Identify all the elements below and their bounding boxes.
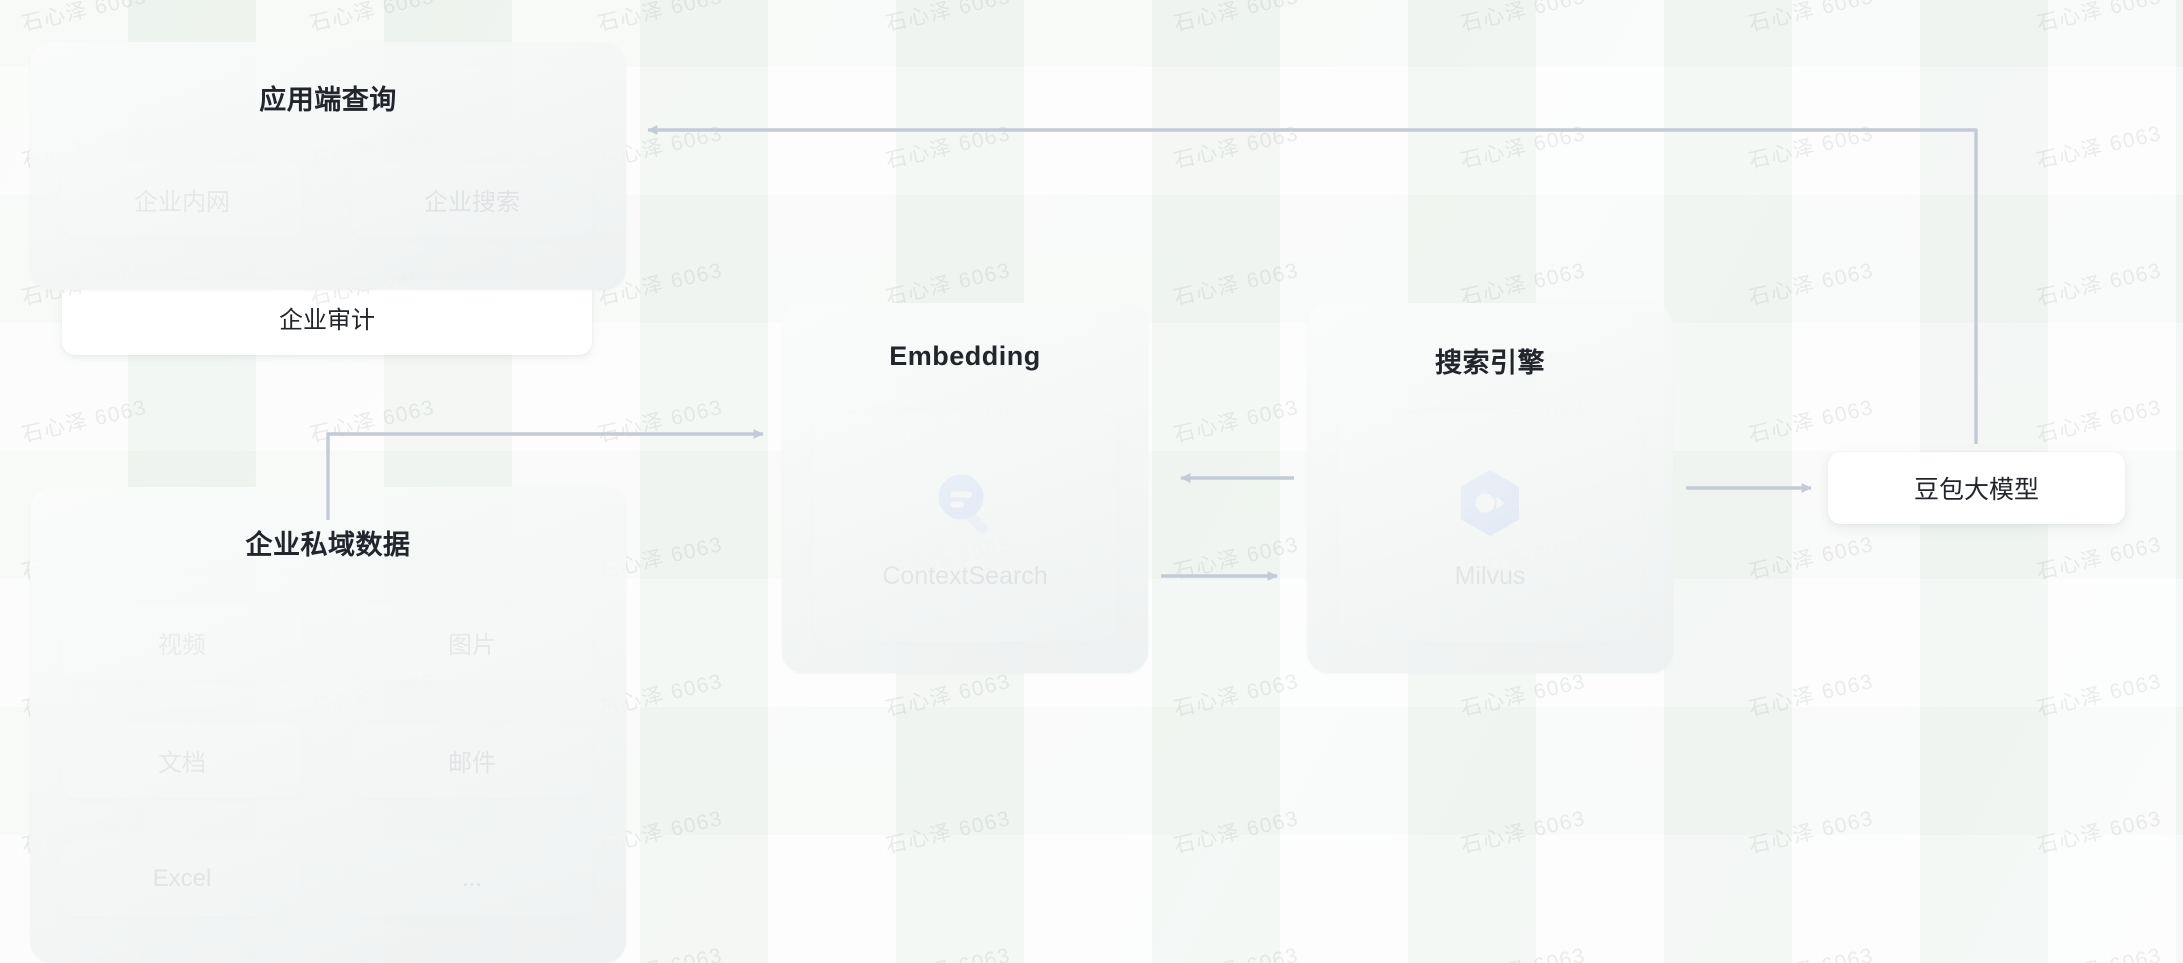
group-title-search-engine: 搜索引擎	[1435, 348, 1545, 378]
group-panel-app-query: 应用端查询	[30, 42, 626, 290]
watermark-text: 石心泽 6063	[883, 806, 1013, 858]
watermark-text: 石心泽 6063	[2034, 806, 2165, 858]
group-title-app-query: 应用端查询	[259, 85, 397, 115]
watermark-text: 石心泽 6063	[1458, 806, 1589, 858]
watermark-text: 石心泽 6063	[1746, 121, 1877, 173]
watermark-text: 石心泽 6063	[1746, 258, 1877, 310]
watermark-text: 石心泽 6063	[883, 0, 1013, 36]
tile-enterprise-audit[interactable]: 企业审计	[62, 280, 592, 355]
watermark-text: 石心泽 6063	[2034, 258, 2165, 310]
watermark-text: 石心泽 6063	[1368, 868, 1679, 963]
watermark-text: 石心泽 6063	[1746, 0, 1877, 36]
watermark-text: 石心泽 6063	[1746, 806, 1877, 858]
watermark-text: 石心泽 6063	[792, 868, 1103, 963]
tile-label: 企业审计	[279, 307, 375, 334]
watermark-text: 石心泽 6063	[2034, 121, 2165, 173]
watermark-text: 石心泽 6063	[1458, 121, 1589, 173]
watermark-text: 石心泽 6063	[1171, 0, 1301, 36]
watermark-text: 石心泽 6063	[1458, 0, 1589, 36]
watermark-text: 石心泽 6063	[1080, 868, 1391, 963]
group-title-embedding: Embedding	[889, 341, 1041, 371]
group-title-private-data: 企业私域数据	[245, 530, 411, 560]
group-panel-embedding: Embedding	[782, 303, 1148, 673]
node-doubao-large-model[interactable]: 豆包大模型	[1828, 452, 2125, 524]
watermark-text: 石心泽 6063	[1943, 868, 2183, 963]
watermark-text: 石心泽 6063	[2034, 0, 2165, 36]
watermark-text: 石心泽 6063	[883, 121, 1013, 173]
watermark-text: 石心泽 6063	[1171, 121, 1301, 173]
watermark-text: 石心泽 6063	[2034, 669, 2165, 721]
group-panel-private-data: 企业私域数据	[30, 487, 626, 963]
watermark-text: 石心泽 6063	[1171, 806, 1301, 858]
watermark-text: 石心泽 6063	[1746, 669, 1877, 721]
node-label: 豆包大模型	[1913, 476, 2039, 504]
group-panel-search-engine: 搜索引擎	[1307, 303, 1673, 673]
watermark-text: 石心泽 6063	[1656, 868, 1967, 963]
